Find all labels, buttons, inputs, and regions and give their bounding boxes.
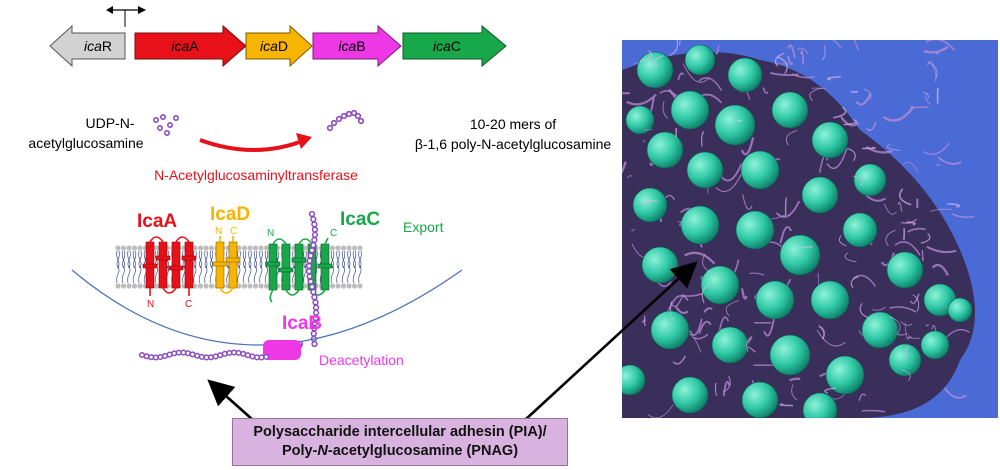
icaA-c-terminus: C	[185, 299, 192, 310]
deacetylation-label: Deacetylation	[319, 352, 404, 368]
substrate-label-line2: acetylglucosamine	[28, 135, 143, 151]
icaC-n-terminus: N	[267, 228, 274, 239]
pia-pnag-caption: Polysaccharide intercellular adhesin (PI…	[232, 418, 568, 466]
cell-wall-arc	[71, 269, 463, 346]
product-label-line2: β-1,6 poly-N-acetylglucosamine	[415, 136, 612, 152]
icaC-protein	[265, 237, 333, 303]
gene-icaR-label: icaR	[84, 38, 112, 54]
product-label-line1: 10-20 mers of	[470, 116, 556, 132]
icaD-label: IcaD	[210, 204, 250, 225]
icaC-c-terminus: C	[330, 228, 337, 239]
caption-line2: Poly-N-acetylglucosamine (PNAG)	[281, 443, 519, 459]
gene-icaA-label: icaA	[171, 38, 199, 54]
icaA-protein	[142, 236, 197, 296]
icaB-label: IcaB	[282, 313, 322, 334]
gene-icaD	[245, 24, 313, 68]
icaD-c-terminus: C	[230, 226, 237, 237]
export-label: Export	[403, 219, 444, 235]
reaction: UDP-N- acetylglucosamine 10-20 mers of β…	[28, 109, 612, 183]
gene-icaB	[312, 24, 402, 68]
icaC-label: IcaC	[340, 209, 380, 230]
icaD-protein	[212, 236, 241, 294]
enzyme-label: N-Acetylglucosaminyltransferase	[154, 167, 358, 183]
gene-icaR	[49, 24, 126, 68]
membrane-model: IcaA IcaD IcaC Export N C N C	[71, 204, 463, 368]
gene-icaC-label: icaC	[433, 38, 461, 54]
gene-icaB-label: icaB	[338, 38, 365, 54]
pointer-arrow-to-micrograph	[524, 261, 698, 421]
pia-polymer-chain	[138, 349, 270, 361]
icaA-label: IcaA	[137, 211, 177, 232]
promoter-icon	[106, 6, 146, 27]
oligomer-chain	[326, 109, 365, 132]
substrate-label-line1: UDP-N-	[86, 115, 135, 131]
icaB-protein	[263, 340, 301, 360]
gene-icaC	[402, 24, 507, 68]
caption-line1: Polysaccharide intercellular adhesin (PI…	[253, 424, 547, 440]
reaction-arrow	[199, 138, 306, 152]
icaD-n-terminus: N	[215, 226, 222, 237]
gene-icaA	[134, 24, 247, 68]
icaA-n-terminus: N	[147, 299, 154, 310]
staphylococcus-cells	[622, 40, 973, 418]
ica-operon: icaR icaA icaD icaB icaC	[49, 6, 507, 68]
gene-icaD-label: icaD	[260, 38, 288, 54]
pointer-arrow-to-polymer	[207, 379, 254, 421]
sem-micrograph	[622, 40, 998, 418]
monomer-dots	[153, 114, 180, 137]
